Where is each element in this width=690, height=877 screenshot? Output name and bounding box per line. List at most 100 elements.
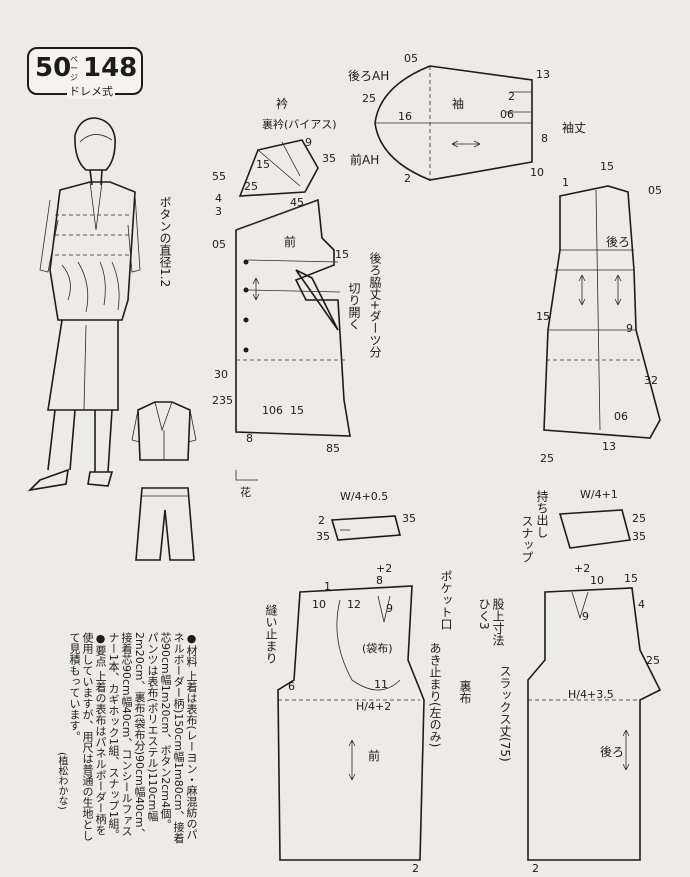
pants-back-hip-formula: H/4+3.5 — [568, 688, 614, 701]
jacket-fold-mark: 花 — [240, 486, 251, 499]
waistband-front-formula: W/4+0.5 — [340, 490, 388, 503]
pants-back-label: 後ろ — [600, 745, 624, 759]
sleeve-dim-06: 06 — [500, 108, 514, 121]
mochidashi-label: 持ち出し — [535, 490, 549, 538]
button-diameter-note: ボタンの直径1.2 — [158, 196, 172, 288]
back-dim-1: 1 — [562, 176, 569, 189]
rise-measure-label: 股上寸法 — [491, 598, 505, 646]
pants-back-dim-15: 15 — [624, 572, 638, 585]
back-ah-label: 後ろAH — [348, 69, 389, 83]
pants-back-plus-two: +2 — [574, 562, 590, 575]
pants-front-dim-10: 10 — [312, 598, 326, 611]
flat-sketch-jacket — [131, 401, 197, 461]
front-dim-106: 106 — [262, 404, 283, 417]
front-dim-4: 4 — [215, 192, 222, 205]
front-dim-25: 25 — [244, 180, 258, 193]
pants-back-dim-25: 25 — [646, 654, 660, 667]
back-dim-9: 9 — [626, 322, 633, 335]
design-number: 148 — [83, 53, 138, 83]
pants-back-pattern: 後ろ H/4+3.5 +2 10 15 4 9 25 2 — [527, 562, 662, 875]
sleeve-dim-13: 13 — [536, 68, 550, 81]
front-dim-8: 8 — [246, 432, 253, 445]
waistband-back-dim-35: 35 — [632, 530, 646, 543]
sleeve-dim-10: 10 — [530, 166, 544, 179]
collar-underside-label: 裏衿(バイアス) — [262, 117, 337, 131]
pants-back-dim-9: 9 — [582, 610, 589, 623]
collar-dim-35: 35 — [322, 152, 336, 165]
sleeve-dim-25: 25 — [362, 92, 376, 105]
waistband-back-dim-25: 25 — [632, 512, 646, 525]
sleeve-dim-2a: 2 — [508, 90, 515, 103]
pants-back-dim-4: 4 — [638, 598, 645, 611]
sleeve-dim-16: 16 — [398, 110, 412, 123]
waistband-back: W/4+1 25 35 — [558, 488, 646, 549]
sleeve-pattern: 袖 後ろAH 前AH 袖丈 05 13 25 16 2 06 10 8 2 — [348, 52, 586, 185]
minus-three-label: ひく3 — [477, 598, 491, 630]
waistband-front-dim-35b: 35 — [402, 512, 416, 525]
front-dim-235: 235 — [212, 394, 233, 407]
method-subtitle: ドレメ式 — [67, 83, 115, 99]
lining-fabric-label: 裏布 — [458, 680, 472, 704]
back-dim-15b: 15 — [536, 310, 550, 323]
pants-front-dim-9: 9 — [386, 602, 393, 615]
back-dim-32: 32 — [644, 374, 658, 387]
front-dim-05: 05 — [212, 238, 226, 251]
material-line-2: パンツは表布(ポリエステル)110cm幅2m20cm、裏布(袋布分)90cm幅4… — [107, 632, 159, 840]
waistband-front: W/4+0.5 2 35 35 — [316, 490, 416, 543]
waistband-front-dim-35a: 35 — [316, 530, 330, 543]
material-notes: ●材料 上着は表布(レーヨン・麻混紡のパネルボーダー柄)150cm幅1m80cm… — [56, 632, 198, 844]
author-credit: (植松わかな) — [56, 752, 67, 810]
pants-back-dim-2: 2 — [532, 862, 539, 875]
pants-front-dim-12: 12 — [347, 598, 361, 611]
flat-sketch-pants — [135, 487, 195, 561]
waistband-back-formula: W/4+1 — [580, 488, 618, 501]
sleeve-label: 袖 — [452, 96, 464, 111]
pants-front-hip-formula: H/4+2 — [356, 700, 391, 713]
pants-front-dim-8: 8 — [376, 574, 383, 587]
stitch-stop-label: 縫い止まり — [264, 604, 278, 664]
page-number: 50 — [35, 53, 72, 83]
front-dim-85: 85 — [326, 442, 340, 455]
waistband-front-dim-2: 2 — [318, 514, 325, 527]
back-dim-25: 25 — [540, 452, 554, 465]
material-line-3: ●要点 上着の表布はパネルボーダー柄を使用していますが、用尺は普通の生地として見… — [68, 632, 107, 841]
collar-dim-9: 9 — [305, 136, 312, 149]
collar-label: 衿 — [276, 96, 288, 111]
pants-front-dim-11: 11 — [374, 678, 388, 691]
back-side-dart-label: 後ろ脇丈+ダーツ分 — [368, 252, 382, 359]
model-illustration — [27, 117, 141, 492]
back-dim-05: 05 — [648, 184, 662, 197]
sleeve-length-label: 袖丈 — [562, 120, 586, 135]
back-dim-06: 06 — [614, 410, 628, 423]
pocket-lining-label: (袋布) — [362, 641, 393, 655]
collar-dim-15: 15 — [256, 158, 270, 171]
pants-front-dim-1: 1 — [324, 580, 331, 593]
jacket-back-pattern: 後ろ 15 05 1 9 15 32 25 13 06 — [536, 160, 662, 465]
slacks-length-label: スラックス丈(75) — [498, 665, 512, 762]
pants-front-dim-6: 6 — [288, 680, 295, 693]
front-dim-55: 55 — [212, 170, 226, 183]
pants-front-label: 前 — [368, 748, 380, 763]
front-dim-45: 45 — [290, 196, 304, 209]
opening-end-label: あき止まり(左のみ) — [428, 642, 442, 748]
material-line-1: ●材料 上着は表布(レーヨン・麻混紡のパネルボーダー柄)150cm幅1m80cm… — [159, 632, 198, 844]
front-dim-30: 30 — [214, 368, 228, 381]
back-dim-15: 15 — [600, 160, 614, 173]
sleeve-dim-8: 8 — [541, 132, 548, 145]
jacket-front-pattern: 前 55 4 3 05 45 25 15 30 235 106 15 8 85 … — [212, 170, 351, 499]
snap-label: スナップ — [520, 515, 534, 563]
page-label: ページ — [70, 55, 78, 82]
jacket-back-label: 後ろ — [606, 235, 630, 249]
jacket-front-label: 前 — [284, 234, 296, 249]
sleeve-dim-05: 05 — [404, 52, 418, 65]
collar-pattern: 衿 裏衿(バイアス) 9 35 15 — [238, 96, 337, 197]
sleeve-dim-2b: 2 — [404, 172, 411, 185]
front-dim-3: 3 — [215, 205, 222, 218]
pants-back-dim-10: 10 — [590, 574, 604, 587]
pants-front-pattern: 前 (袋布) H/4+2 +2 1 10 12 8 9 11 6 2 — [277, 562, 425, 875]
pants-front-plus-two: +2 — [376, 562, 392, 575]
back-dim-13: 13 — [602, 440, 616, 453]
pocket-mouth-label: ポケット口 — [439, 570, 453, 630]
